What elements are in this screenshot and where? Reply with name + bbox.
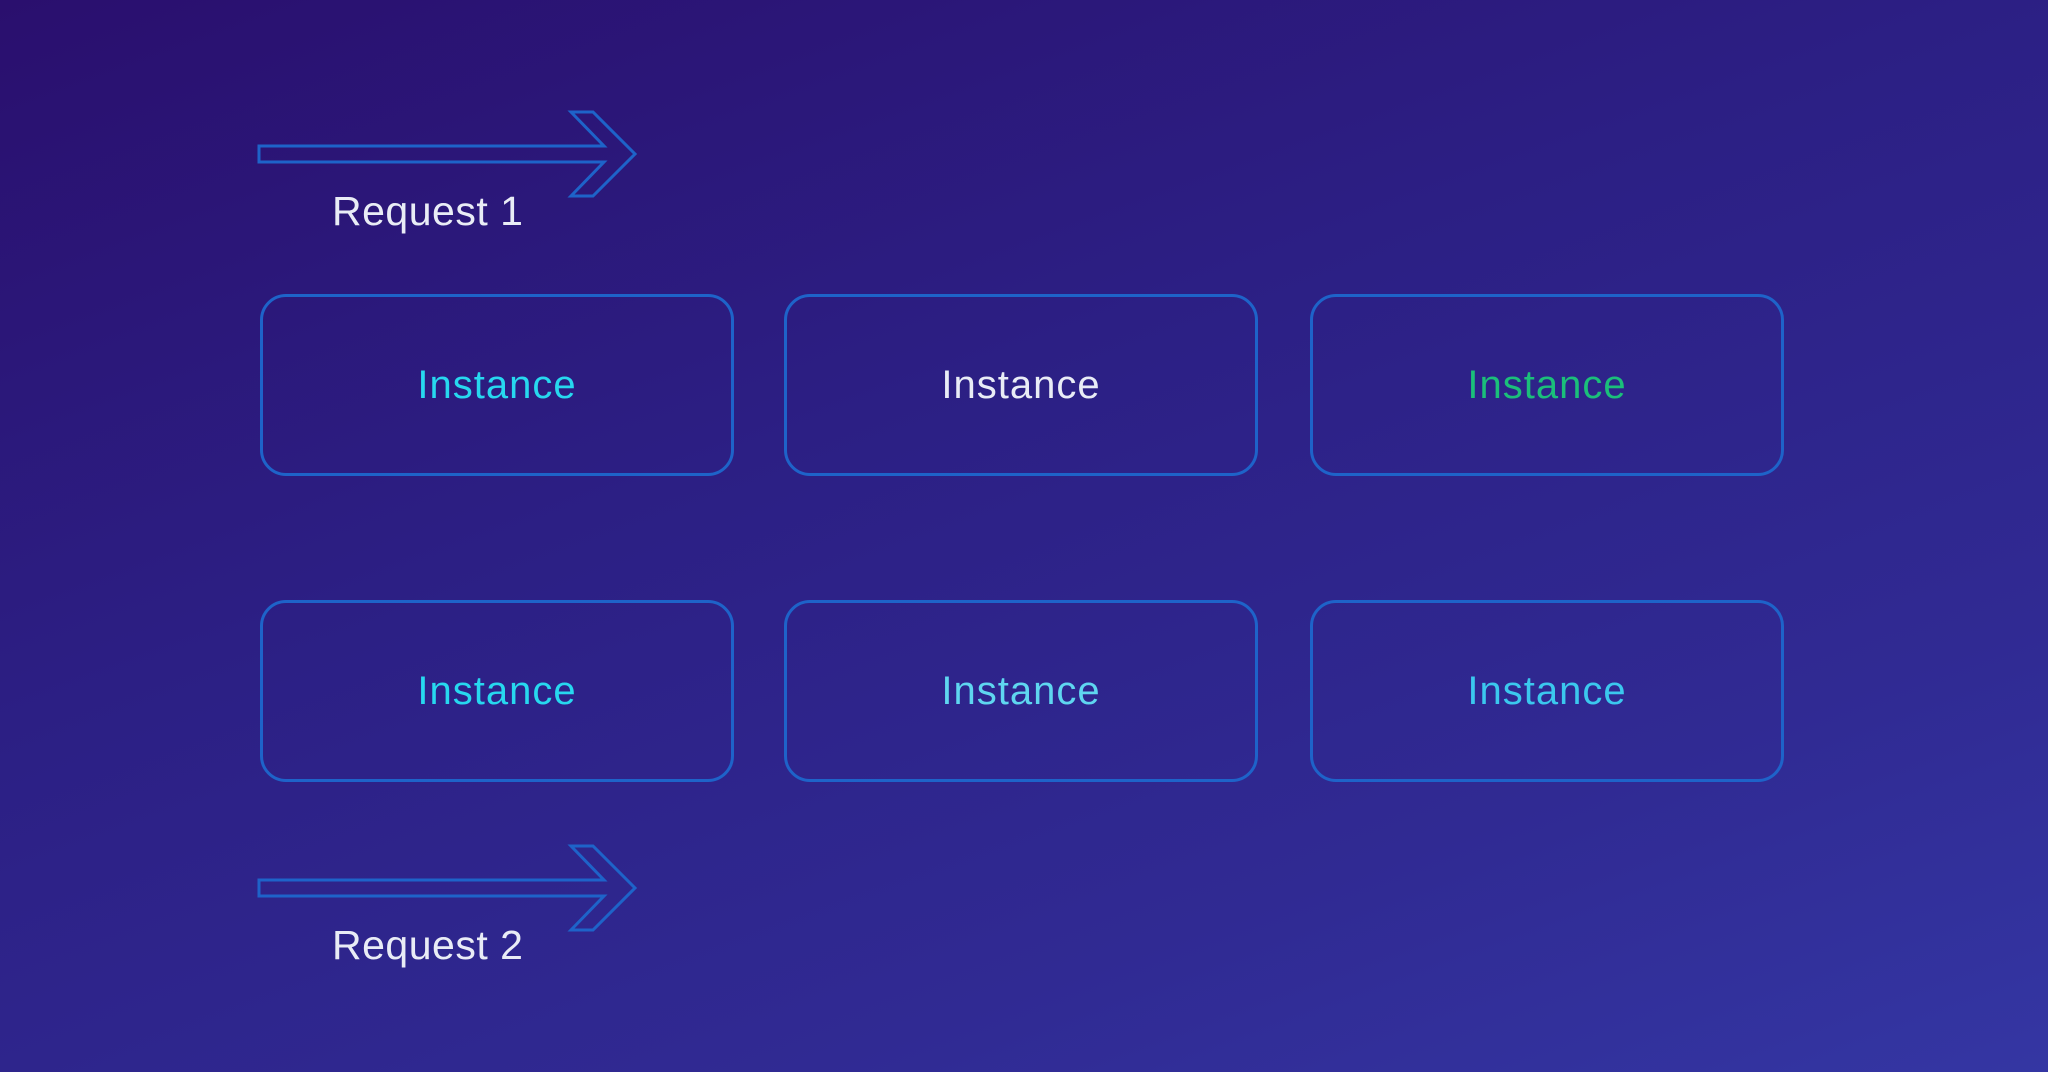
instance-box: Instance xyxy=(784,294,1258,476)
instance-label: Instance xyxy=(417,668,577,713)
instance-box: Instance xyxy=(784,600,1258,782)
request-1-label: Request 1 xyxy=(332,188,524,234)
instance-box: Instance xyxy=(1310,294,1784,476)
instance-box: Instance xyxy=(260,294,734,476)
instance-label: Instance xyxy=(1467,668,1627,713)
instance-box: Instance xyxy=(260,600,734,782)
instance-box: Instance xyxy=(1310,600,1784,782)
request-2-arrow-icon xyxy=(256,842,640,934)
instance-label: Instance xyxy=(941,362,1101,407)
instance-label: Instance xyxy=(1467,362,1627,407)
instance-label: Instance xyxy=(417,362,577,407)
request-1-arrow-icon xyxy=(256,108,640,200)
instance-label: Instance xyxy=(941,668,1101,713)
request-2-label: Request 2 xyxy=(332,922,524,968)
